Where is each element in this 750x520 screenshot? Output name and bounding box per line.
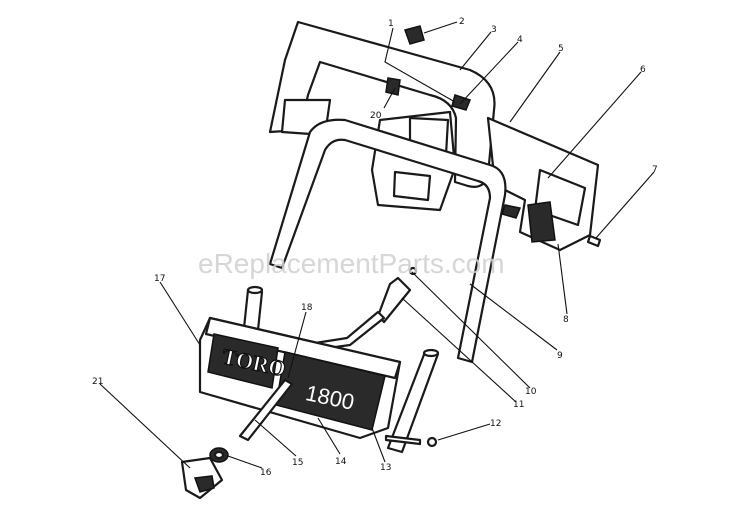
callout-15: 15 (292, 458, 303, 468)
main-handle-tube (268, 118, 507, 364)
callout-6: 6 (640, 65, 646, 75)
leader-lines (99, 21, 655, 469)
lower-handle-tube-right (386, 348, 440, 454)
callout-18: 18 (301, 303, 313, 313)
callout-21: 21 (92, 377, 103, 387)
control-console (198, 316, 402, 440)
hardware (384, 25, 602, 448)
callout-3: 3 (491, 25, 497, 35)
callout-8: 8 (563, 315, 569, 325)
callout-1: 1 (388, 19, 394, 29)
lower-handle-tube-left (242, 285, 264, 332)
callout-16: 16 (260, 468, 272, 478)
callout-4: 4 (517, 35, 523, 45)
callout-10: 10 (525, 387, 537, 397)
callout-20: 20 (370, 111, 382, 121)
callout-9: 9 (557, 351, 563, 361)
callout-12: 12 (490, 419, 501, 429)
lever-assembly (180, 456, 224, 500)
watermark-text: eReplacementParts.com (198, 248, 505, 279)
callout-7: 7 (652, 165, 658, 175)
control-rod (238, 378, 294, 442)
callout-2: 2 (459, 17, 465, 27)
callout-13: 13 (380, 463, 391, 473)
lever-knob (209, 447, 229, 463)
callout-14: 14 (335, 457, 347, 467)
callout-numbers: 1 2 3 4 5 6 7 8 9 10 11 12 13 14 15 16 1… (92, 17, 658, 478)
callout-5: 5 (558, 44, 564, 54)
short-rod (376, 276, 412, 324)
callout-11: 11 (513, 400, 524, 410)
callout-17: 17 (154, 274, 165, 284)
